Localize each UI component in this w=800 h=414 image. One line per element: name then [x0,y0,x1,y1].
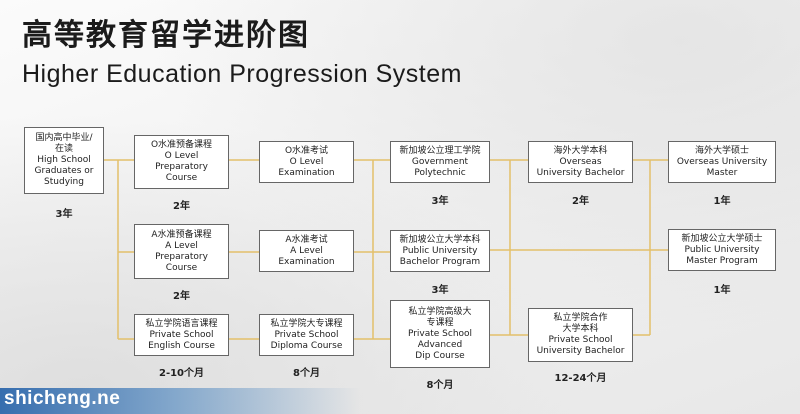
duration-public-master: 1年 [713,285,731,296]
duration-advanced-diploma: 8个月 [426,380,454,391]
duration-diploma-course: 8个月 [293,368,320,379]
duration-overseas-master: 1年 [713,196,731,207]
box-english-course: 私立学院语言课程 Private School English Course [134,314,229,356]
box-overseas-bachelor: 海外大学本科 Overseas University Bachelor [528,141,633,183]
watermark-text: shicheng.ne [4,388,121,409]
box-o-level-exam: O水准考试 O Level Examination [259,141,354,183]
page-title-english: Higher Education Progression System [22,60,462,88]
watermark-band [0,388,800,414]
page-title-chinese: 高等教育留学进阶图 [22,18,310,53]
box-private-bachelor: 私立学院合作 大学本科 Private School University Ba… [528,308,633,362]
duration-a-level-prep: 2年 [173,291,190,302]
box-polytechnic: 新加坡公立理工学院 Government Polytechnic [390,141,490,183]
box-advanced-diploma: 私立学院高级大 专课程 Private School Advanced Dip … [390,300,490,368]
box-diploma-course: 私立学院大专课程 Private School Diploma Course [259,314,354,356]
duration-public-bachelor: 3年 [431,285,449,296]
box-a-level-exam: A水准考试 A Level Examination [259,230,354,272]
duration-private-bachelor: 12-24个月 [554,373,607,384]
box-overseas-master: 海外大学硕士 Overseas University Master [668,141,776,183]
duration-overseas-bachelor: 2年 [572,196,589,207]
box-a-level-prep: A水准预备课程 A Level Preparatory Course [134,224,229,279]
duration-english-course: 2-10个月 [158,368,205,379]
box-public-bachelor: 新加坡公立大学本科 Public University Bachelor Pro… [390,230,490,272]
box-o-level-prep: O水准预备课程 O Level Preparatory Course [134,135,229,189]
duration-o-level-prep: 2年 [173,201,190,212]
box-high-school: 国内高中毕业/ 在读 High School Graduates or Stud… [24,127,104,194]
duration-polytechnic: 3年 [431,196,449,207]
box-public-master: 新加坡公立大学硕士 Public University Master Progr… [668,229,776,271]
duration-high-school: 3年 [55,209,73,220]
